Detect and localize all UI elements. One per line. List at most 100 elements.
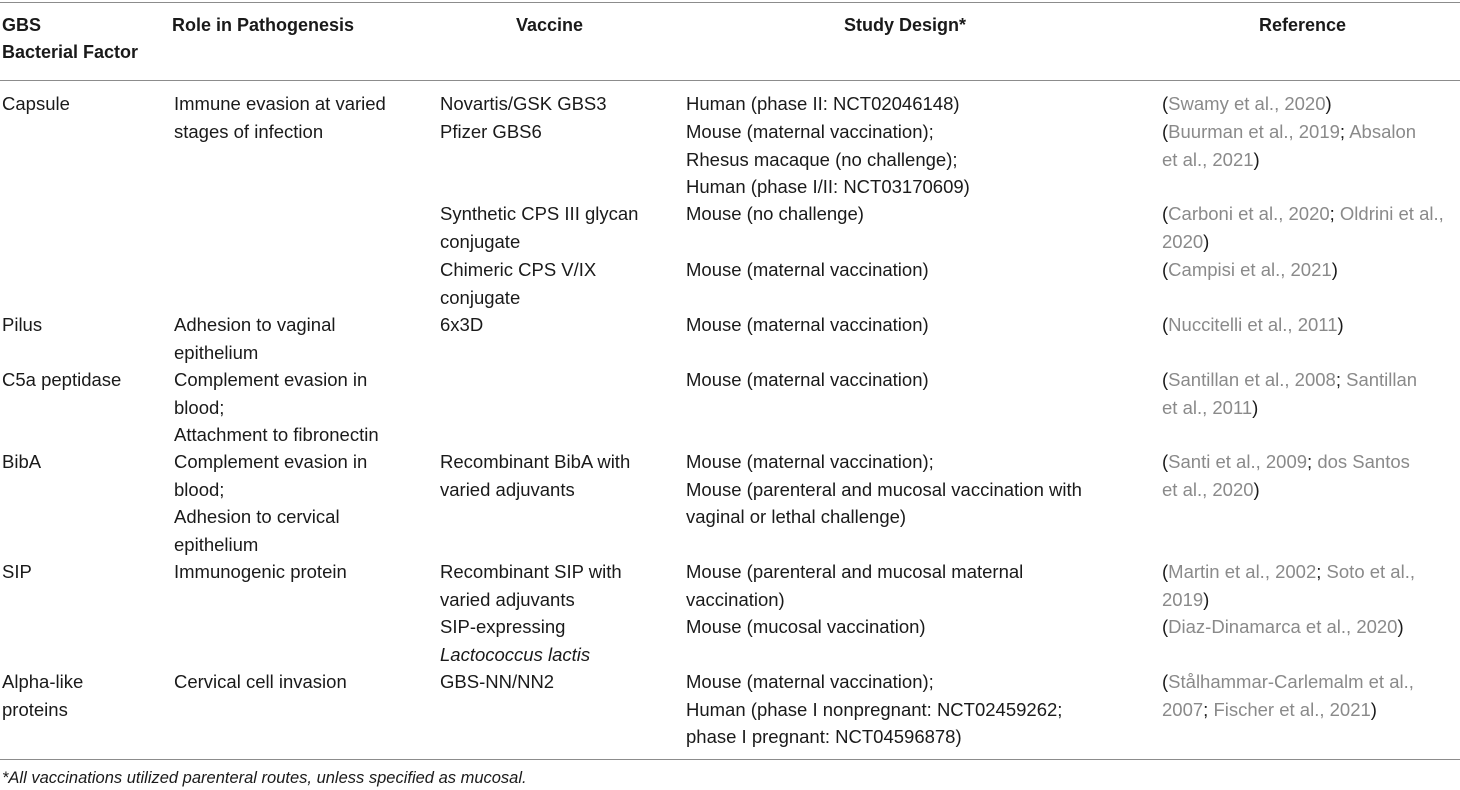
citation-link[interactable]: dos Santos bbox=[1317, 451, 1410, 472]
vaccine-line: varied adjuvants bbox=[440, 478, 575, 500]
vaccine-line: SIP-expressing bbox=[440, 616, 566, 637]
citation-link[interactable]: Buurman et al., 2019 bbox=[1168, 121, 1340, 142]
row-sip-reference-2: (Diaz-Dinamarca et al., 2020) bbox=[1162, 616, 1404, 637]
role-line: Adhesion to vaginal bbox=[174, 314, 336, 335]
vaccine-line-species: Lactococcus lactis bbox=[440, 643, 591, 665]
role-line: Complement evasion in bbox=[174, 451, 368, 472]
citation-link[interactable]: Nuccitelli et al., 2011 bbox=[1168, 314, 1338, 335]
row-sip-design-2: Mouse (mucosal vaccination) bbox=[686, 616, 926, 637]
citation-link[interactable]: Stålhammar-Carlemalm et al., bbox=[1168, 671, 1414, 692]
factor-line: proteins bbox=[2, 698, 68, 720]
header-role: Role in Pathogenesis bbox=[172, 15, 355, 35]
role-line: Adhesion to cervical bbox=[174, 506, 340, 527]
header-rule bbox=[0, 80, 1460, 81]
citation-link[interactable]: 2019 bbox=[1162, 588, 1204, 610]
row-capsule-reference-2: (Buurman et al., 2019; Absalon et al., 2… bbox=[1162, 121, 1417, 170]
citation-link[interactable]: Campisi et al., 2021 bbox=[1168, 259, 1332, 280]
vaccine-line: Synthetic CPS III glycan bbox=[440, 203, 639, 224]
header-study-design: Study Design* bbox=[844, 15, 967, 35]
row-c5a-design: Mouse (maternal vaccination) bbox=[686, 369, 929, 390]
row-capsule-factor: Capsule bbox=[2, 93, 70, 114]
header-vaccine: Vaccine bbox=[516, 15, 584, 35]
row-c5a-role: Complement evasion in blood; Attachment … bbox=[174, 366, 379, 449]
design-line: Human (phase I nonpregnant: NCT02459262; bbox=[686, 698, 1063, 720]
citation-link[interactable]: Santillan bbox=[1346, 369, 1418, 390]
role-line: Complement evasion in bbox=[174, 369, 368, 390]
row-pilus-reference: (Nuccitelli et al., 2011) bbox=[1162, 314, 1344, 335]
citation-link[interactable]: Oldrini et al., bbox=[1339, 203, 1444, 224]
row-biba-role: Complement evasion in blood; Adhesion to… bbox=[174, 448, 367, 558]
vaccine-line: conjugate bbox=[440, 230, 521, 252]
citation-link[interactable]: et al., 2020 bbox=[1162, 478, 1254, 500]
row-capsule-reference-4: (Campisi et al., 2021) bbox=[1162, 259, 1338, 280]
citation-link[interactable]: 2020 bbox=[1162, 230, 1204, 252]
citation-link[interactable]: Martin et al., 2002 bbox=[1168, 561, 1317, 582]
citation-link[interactable]: Swamy et al., 2020 bbox=[1168, 93, 1326, 114]
row-alpha-factor: Alpha-like proteins bbox=[2, 668, 83, 723]
citation-link[interactable]: et al., 2021 bbox=[1162, 148, 1254, 170]
header-reference: Reference bbox=[1259, 15, 1347, 35]
citation-link[interactable]: 2007 bbox=[1162, 698, 1204, 720]
vaccine-line: Chimeric CPS V/IX bbox=[440, 259, 597, 280]
row-pilus-role: Adhesion to vaginal epithelium bbox=[174, 311, 335, 366]
design-line: Human (phase I/II: NCT03170609) bbox=[686, 176, 970, 197]
row-capsule-vaccine-2: Pfizer GBS6 bbox=[440, 121, 542, 142]
row-alpha-role: Cervical cell invasion bbox=[174, 671, 347, 692]
design-line: phase I pregnant: NCT04596878) bbox=[686, 726, 962, 747]
role-line: epithelium bbox=[174, 533, 259, 555]
row-pilus-vaccine: 6x3D bbox=[440, 314, 484, 335]
row-capsule-vaccine-1: Novartis/GSK GBS3 bbox=[440, 93, 607, 114]
role-line: blood; bbox=[174, 396, 225, 418]
row-sip-design-1: Mouse (parenteral and mucosal maternal v… bbox=[686, 558, 1023, 613]
row-biba-factor: BibA bbox=[2, 451, 42, 472]
row-biba-vaccine: Recombinant BibA with varied adjuvants bbox=[440, 448, 630, 503]
header-factor-line1: GBS bbox=[2, 15, 42, 35]
vaccine-line: Recombinant SIP with bbox=[440, 561, 622, 582]
row-capsule-reference-1: (Swamy et al., 2020) bbox=[1162, 93, 1332, 114]
row-capsule-role: Immune evasion at varied stages of infec… bbox=[174, 90, 386, 145]
design-line: Mouse (maternal vaccination); bbox=[686, 451, 934, 472]
row-sip-vaccine-1: Recombinant SIP with varied adjuvants bbox=[440, 558, 622, 613]
design-line: vaginal or lethal challenge) bbox=[686, 506, 907, 527]
bottom-rule bbox=[0, 759, 1460, 760]
vaccine-line: conjugate bbox=[440, 286, 521, 308]
row-capsule-design-2: Mouse (maternal vaccination); Rhesus mac… bbox=[686, 118, 970, 201]
citation-link[interactable]: Santillan et al., 2008 bbox=[1168, 369, 1336, 390]
row-alpha-vaccine: GBS-NN/NN2 bbox=[440, 671, 555, 692]
citation-link[interactable]: Fischer et al., 2021 bbox=[1213, 698, 1371, 720]
citation-link[interactable]: Soto et al., bbox=[1326, 561, 1415, 582]
row-alpha-design: Mouse (maternal vaccination); Human (pha… bbox=[686, 668, 1062, 751]
design-line: Mouse (parenteral and mucosal vaccinatio… bbox=[686, 478, 1082, 500]
row-capsule-vaccine-3: Synthetic CPS III glycan conjugate bbox=[440, 200, 638, 255]
citation-link[interactable]: Santi et al., 2009 bbox=[1168, 451, 1308, 472]
row-capsule-design-1: Human (phase II: NCT02046148) bbox=[686, 93, 960, 114]
row-pilus-factor: Pilus bbox=[2, 314, 43, 335]
role-line: stages of infection bbox=[174, 120, 324, 142]
design-line: Mouse (parenteral and mucosal maternal bbox=[686, 561, 1024, 582]
row-sip-role: Immunogenic protein bbox=[174, 561, 347, 582]
row-biba-design: Mouse (maternal vaccination); Mouse (par… bbox=[686, 448, 1082, 531]
table-footnote: *All vaccinations utilized parenteral ro… bbox=[2, 769, 527, 787]
row-biba-reference: (Santi et al., 2009; dos Santos et al., … bbox=[1162, 451, 1410, 500]
vaccine-line: varied adjuvants bbox=[440, 588, 575, 610]
design-line: Mouse (maternal vaccination); bbox=[686, 671, 934, 692]
top-rule bbox=[0, 2, 1460, 3]
row-c5a-reference: (Santillan et al., 2008; Santillan et al… bbox=[1162, 369, 1418, 418]
citation-link[interactable]: Absalon bbox=[1349, 121, 1417, 142]
vaccine-line: Recombinant BibA with bbox=[440, 451, 631, 472]
citation-link[interactable]: Carboni et al., 2020 bbox=[1168, 203, 1330, 224]
design-line: vaccination) bbox=[686, 588, 785, 610]
row-pilus-design: Mouse (maternal vaccination) bbox=[686, 314, 929, 335]
citation-link[interactable]: Diaz-Dinamarca et al., 2020 bbox=[1168, 616, 1398, 637]
row-capsule-reference-3: (Carboni et al., 2020; Oldrini et al., 2… bbox=[1162, 203, 1444, 252]
design-line: Rhesus macaque (no challenge); bbox=[686, 148, 958, 170]
role-line: blood; bbox=[174, 478, 225, 500]
factor-line: Alpha-like bbox=[2, 671, 84, 692]
citation-link[interactable]: et al., 2011 bbox=[1162, 396, 1253, 418]
row-sip-vaccine-2: SIP-expressing Lactococcus lactis bbox=[440, 613, 590, 668]
row-sip-reference-1: (Martin et al., 2002; Soto et al., 2019) bbox=[1162, 561, 1415, 610]
header-factor-line2: Bacterial Factor bbox=[2, 42, 139, 62]
row-capsule-design-4: Mouse (maternal vaccination) bbox=[686, 259, 929, 280]
role-line: epithelium bbox=[174, 341, 259, 363]
header-factor: GBS Bacterial Factor bbox=[2, 12, 138, 66]
